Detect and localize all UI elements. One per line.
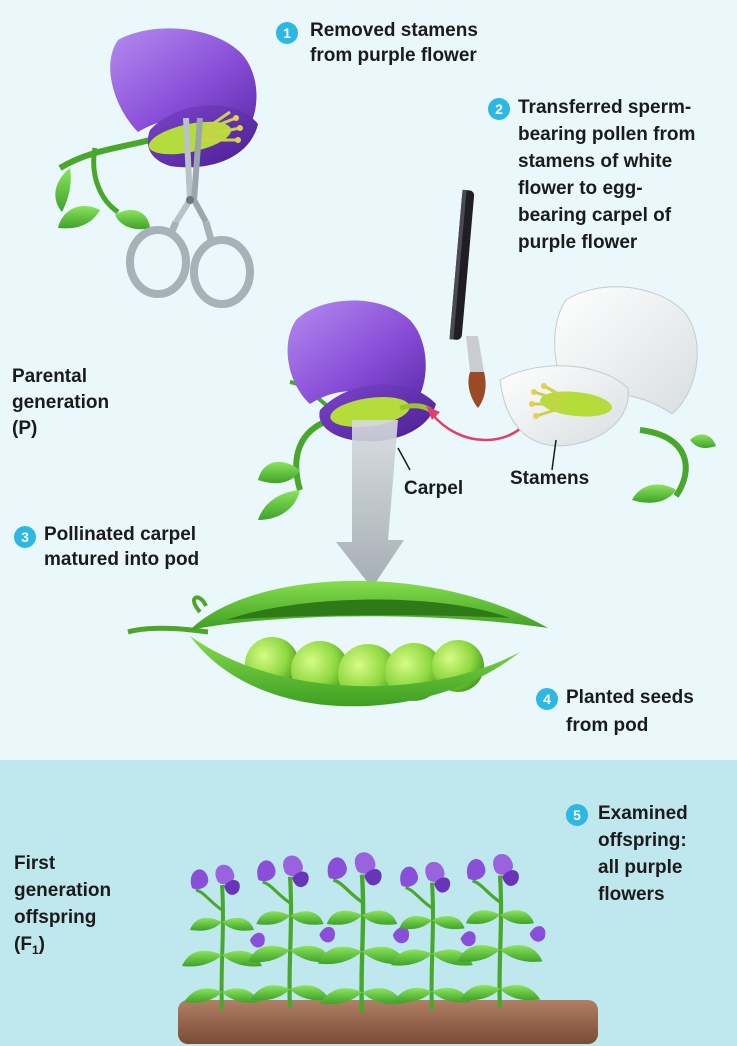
parental-generation-label: Parental generation (P) bbox=[12, 364, 109, 442]
carpel-leader-line bbox=[398, 448, 410, 470]
carpel-label: Carpel bbox=[404, 476, 463, 501]
step-4-badge: 4 bbox=[536, 688, 558, 710]
stamens-label: Stamens bbox=[510, 466, 589, 491]
step-5-text: Examined offspring: all purple flowers bbox=[598, 800, 688, 908]
maturation-arrow bbox=[336, 420, 404, 588]
first-generation-suffix: ) bbox=[39, 934, 45, 955]
step-5-badge: 5 bbox=[566, 804, 588, 826]
soil bbox=[178, 1000, 598, 1044]
step-3-text: Pollinated carpel matured into pod bbox=[44, 522, 199, 572]
first-generation-label: First generation offspring (F1) bbox=[14, 850, 111, 964]
purple-flower-step1 bbox=[55, 28, 258, 229]
step-4-text: Planted seeds from pod bbox=[566, 684, 694, 740]
step-1-badge: 1 bbox=[276, 22, 298, 44]
offspring-plants bbox=[178, 852, 598, 1044]
step-3-badge: 3 bbox=[14, 526, 36, 548]
step-2-badge: 2 bbox=[488, 98, 510, 120]
first-generation-text: First generation offspring (F bbox=[14, 853, 111, 955]
step-2-text: Transferred sperm- bearing pollen from s… bbox=[518, 94, 695, 256]
first-generation-subscript: 1 bbox=[32, 943, 39, 957]
paintbrush-icon bbox=[449, 190, 485, 408]
step-1-text: Removed stamens from purple flower bbox=[310, 18, 478, 68]
pea-pod bbox=[128, 581, 548, 706]
